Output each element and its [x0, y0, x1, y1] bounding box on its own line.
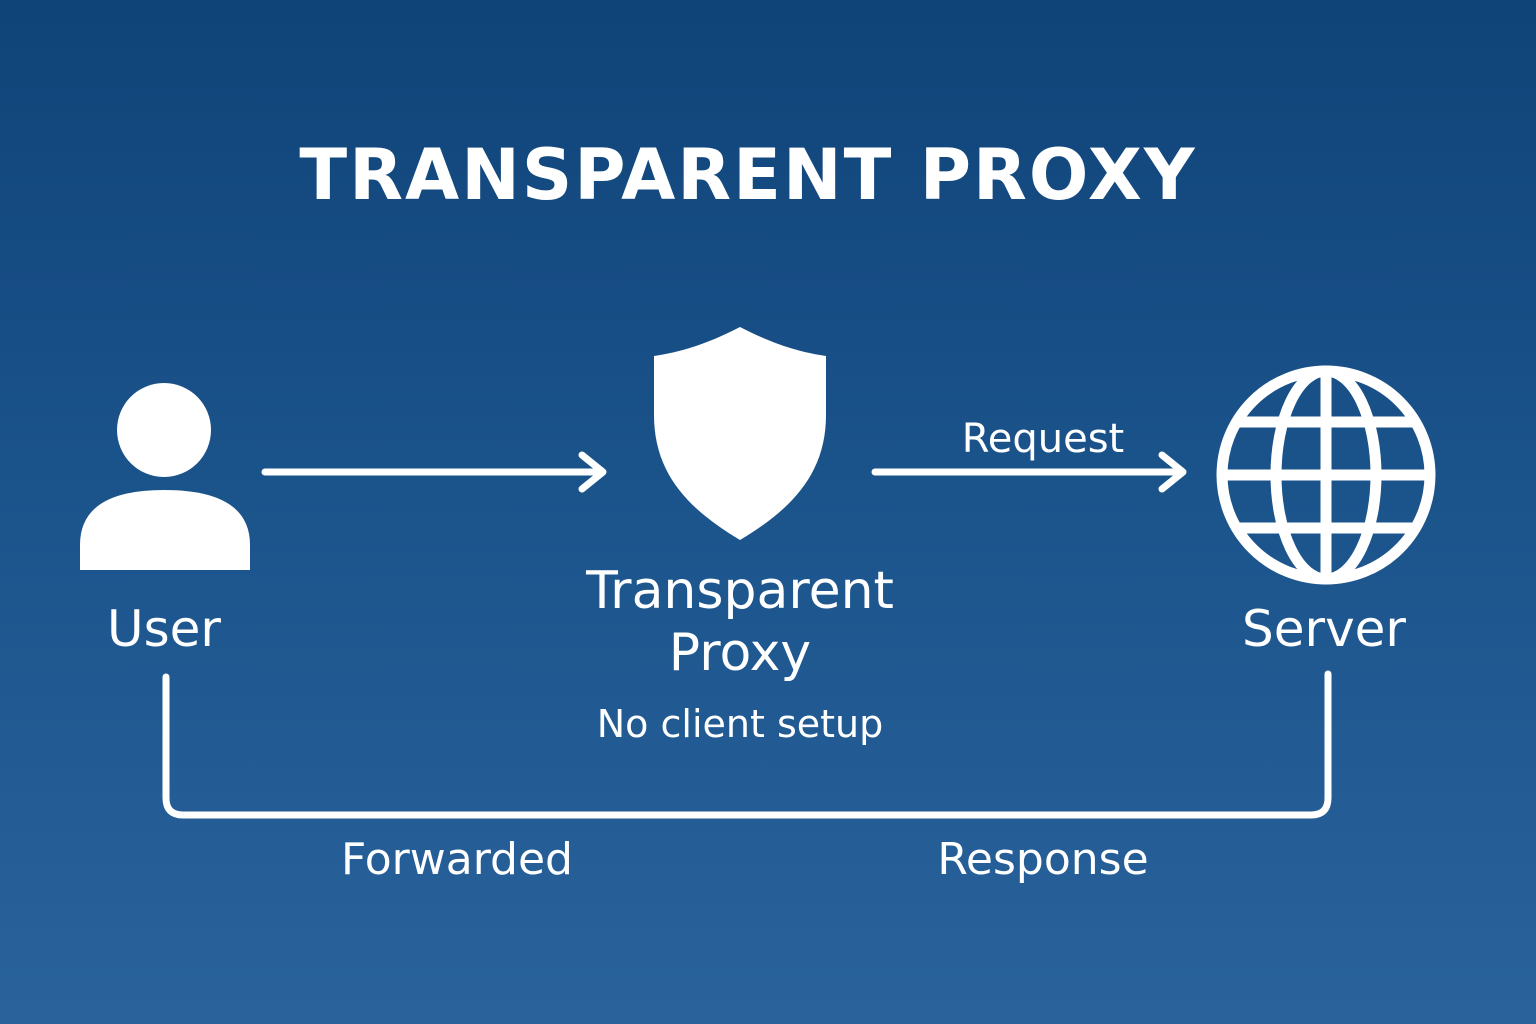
- response-edge-label: Response: [937, 834, 1149, 885]
- return-path-line: [162, 670, 1332, 819]
- server-label: Server: [1242, 600, 1406, 658]
- request-edge-label: Request: [961, 416, 1125, 462]
- arrow-user-to-proxy: [261, 451, 607, 493]
- page-title: TRANSPARENT PROXY: [299, 134, 1197, 216]
- shield-icon: [654, 327, 826, 540]
- user-icon: [80, 383, 250, 570]
- proxy-sublabel: No client setup: [596, 702, 884, 746]
- proxy-label: Transparent Proxy: [586, 561, 894, 683]
- globe-icon: [1216, 365, 1436, 585]
- forwarded-edge-label: Forwarded: [341, 834, 573, 885]
- arrow-proxy-to-server: [871, 451, 1187, 493]
- user-label: User: [107, 600, 221, 658]
